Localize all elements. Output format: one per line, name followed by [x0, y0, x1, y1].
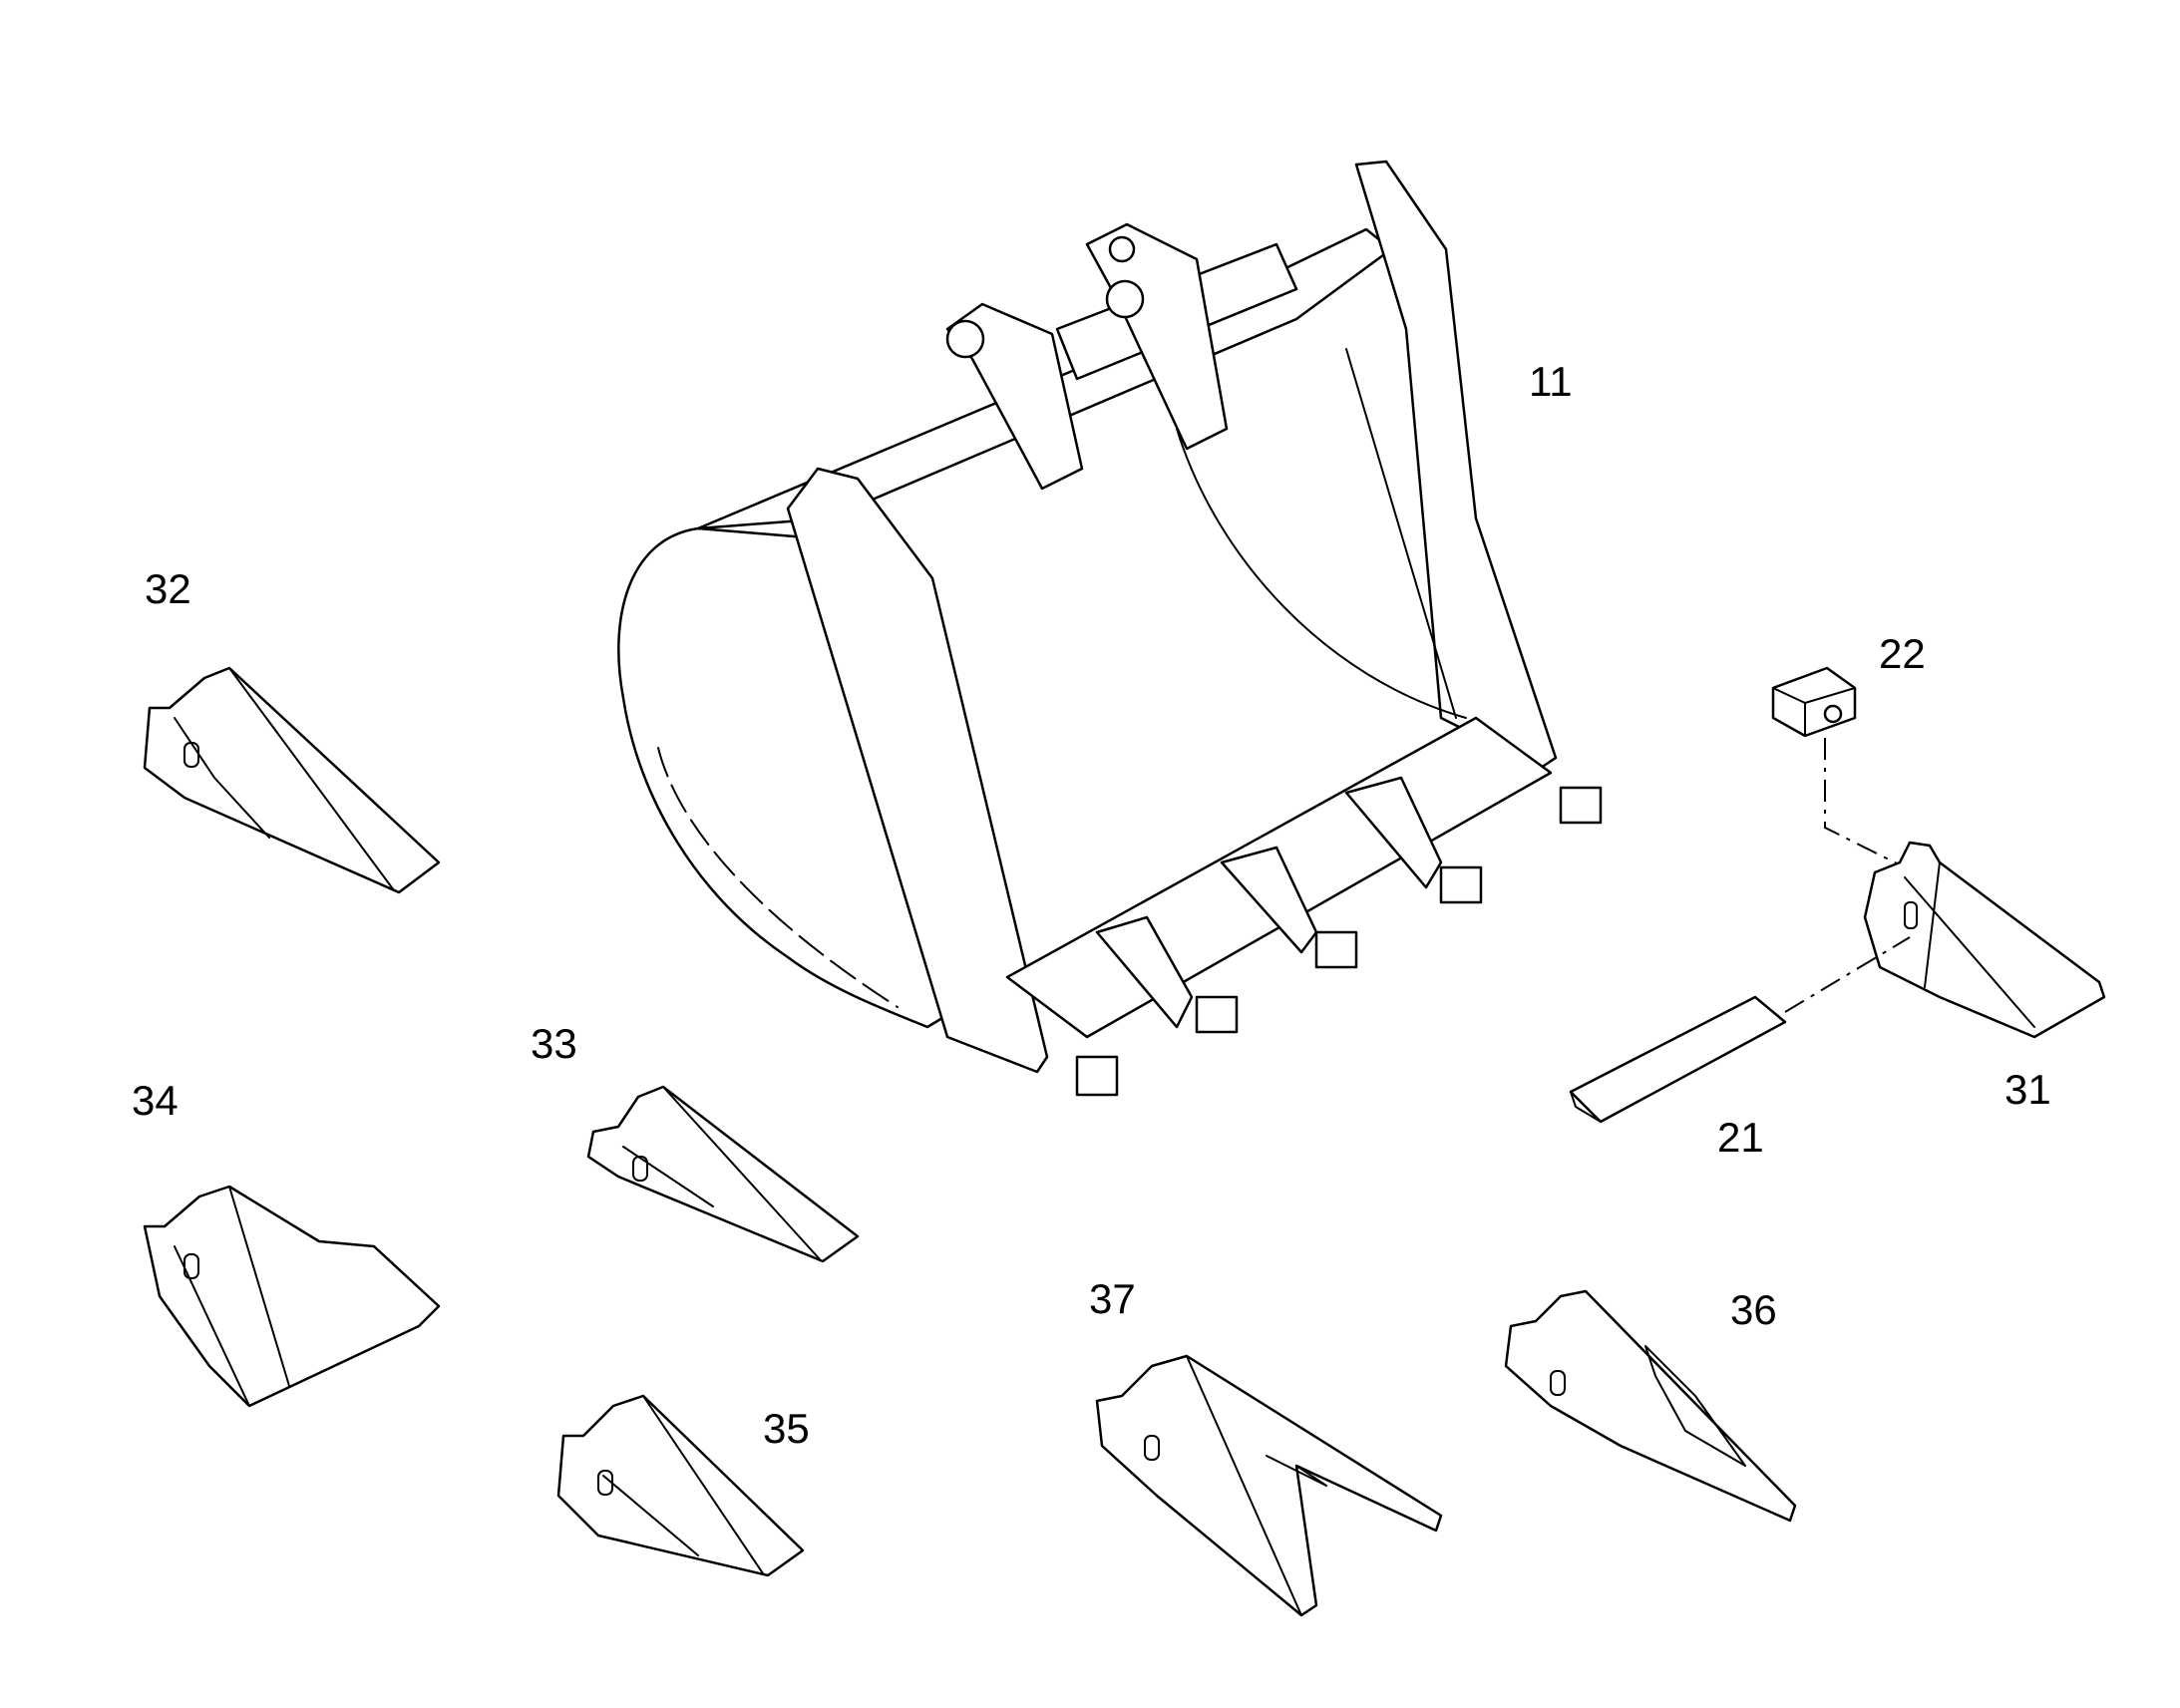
tooth-part-34 [143, 1185, 441, 1408]
callout-11: 11 [1529, 358, 1573, 405]
bucket-part-11 [617, 160, 1603, 1097]
callout-34: 34 [132, 1077, 179, 1124]
assembly-line-21 [1784, 936, 1911, 1013]
tooth-part-32 [143, 666, 441, 894]
callout-37: 37 [1089, 1275, 1136, 1322]
tooth-part-33 [586, 1085, 860, 1263]
callout-32: 32 [145, 565, 191, 612]
callout-36: 36 [1730, 1286, 1777, 1333]
callout-21: 21 [1717, 1114, 1764, 1161]
callout-31: 31 [2004, 1066, 2051, 1113]
strip-part-21 [1569, 995, 1787, 1124]
tooth-part-37 [1095, 1354, 1443, 1617]
callout-35: 35 [763, 1405, 810, 1452]
lock-part-22 [1771, 666, 1857, 738]
tooth-part-35 [556, 1394, 805, 1577]
tooth-part-36 [1504, 1289, 1797, 1523]
tooth-part-31 [1863, 841, 2106, 1039]
callout-33: 33 [531, 1020, 577, 1067]
assembly-line-22 [1824, 738, 1906, 868]
callout-22: 22 [1879, 630, 1926, 677]
